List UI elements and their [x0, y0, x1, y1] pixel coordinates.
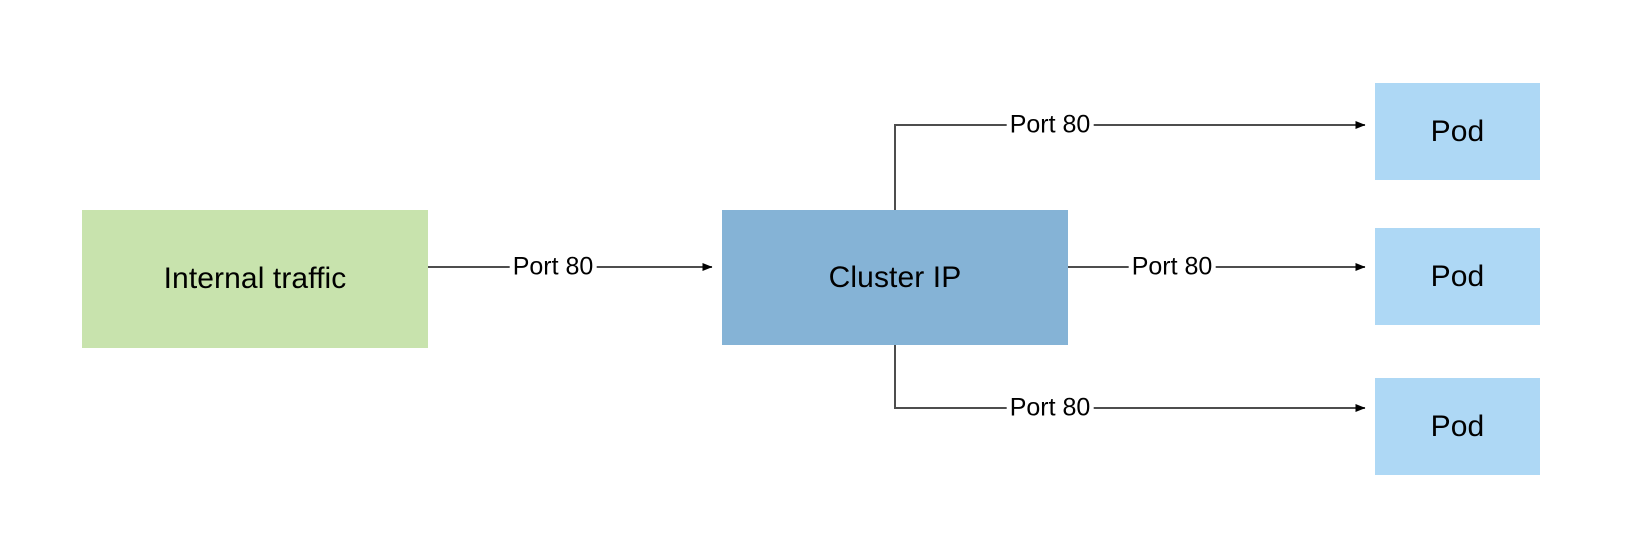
node-pod-1[interactable]: Pod	[1375, 83, 1540, 180]
connector-cluster-to-pod-1	[894, 121, 1366, 210]
node-cluster-ip-label: Cluster IP	[828, 260, 962, 294]
node-pod-3-label: Pod	[1430, 409, 1485, 443]
node-pod-1-label: Pod	[1430, 114, 1485, 148]
node-pod-3[interactable]: Pod	[1375, 378, 1540, 475]
node-internal-traffic-label: Internal traffic	[163, 262, 347, 295]
node-pod-2-label: Pod	[1430, 259, 1485, 293]
node-cluster-ip[interactable]: Cluster IP	[722, 210, 1068, 345]
connector-cluster-to-pod-3	[894, 345, 1366, 412]
edge-label-cluster-to-pod-1: Port 80	[1006, 110, 1094, 140]
node-internal-traffic[interactable]: Internal traffic	[82, 210, 428, 348]
edge-label-cluster-to-pod-3: Port 80	[1006, 393, 1094, 423]
edge-label-cluster-to-pod-2: Port 80	[1128, 252, 1216, 282]
edge-label-internal-to-cluster: Port 80	[509, 252, 597, 282]
node-pod-2[interactable]: Pod	[1375, 228, 1540, 325]
